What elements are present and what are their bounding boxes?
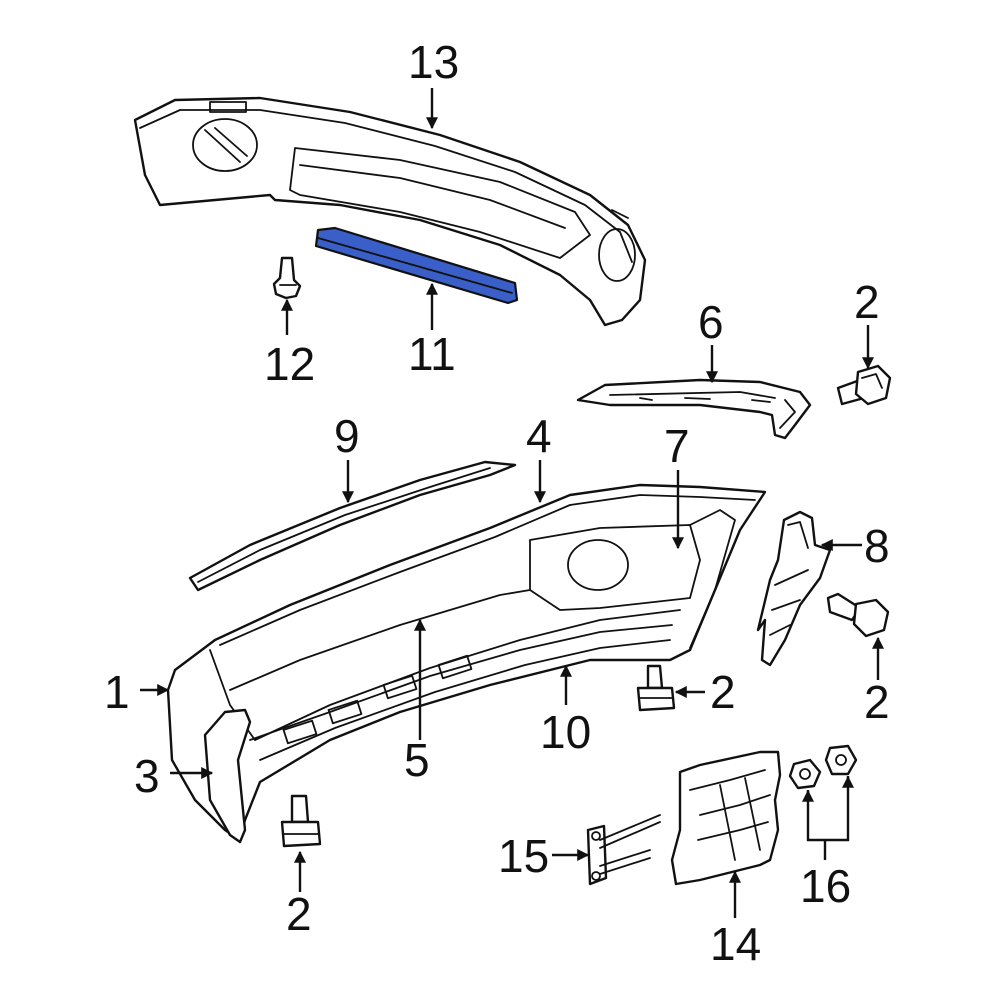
part-10-lower-valance[interactable]: [249, 624, 673, 761]
callout-5: 5: [404, 734, 430, 786]
callout-8: 8: [864, 520, 890, 572]
part-9-molding-strip[interactable]: [188, 460, 517, 592]
leader-16: [806, 776, 850, 860]
part-2-bolt-center[interactable]: [636, 664, 676, 712]
callout-15: 15: [498, 830, 549, 882]
callout-2-bottom-left: 2: [286, 888, 312, 940]
callout-11: 11: [408, 328, 456, 380]
part-3-corner-trim[interactable]: [203, 708, 252, 844]
callout-2-center: 2: [710, 666, 736, 718]
callout-7: 7: [664, 420, 690, 472]
part-2-bolt-bottom-left[interactable]: [280, 794, 322, 848]
callout-16: 16: [800, 860, 851, 912]
part-2-bolt-right-middle[interactable]: [826, 592, 890, 638]
callout-1: 1: [104, 666, 130, 718]
callout-2-upper-right: 2: [854, 276, 880, 328]
part-4-bumper-fascia[interactable]: [166, 483, 767, 842]
part-16-nuts[interactable]: [788, 744, 858, 790]
callout-14: 14: [710, 918, 761, 970]
callout-6: 6: [698, 296, 724, 348]
part-12-push-pin[interactable]: [272, 256, 302, 300]
part-8-side-bracket[interactable]: [756, 510, 832, 667]
callout-9: 9: [334, 410, 360, 462]
part-6-bracket[interactable]: [576, 378, 812, 440]
callout-12: 12: [264, 338, 315, 390]
part-14-splash-shield[interactable]: [670, 750, 782, 886]
leader-lines: [140, 88, 884, 918]
part-2-bolt-upper-right[interactable]: [836, 364, 892, 406]
part-11-highlighted-strip[interactable]: [314, 226, 519, 305]
callout-10: 10: [540, 706, 591, 758]
callout-2-right-middle: 2: [864, 676, 890, 728]
part-15-support-bracket[interactable]: [586, 814, 661, 886]
callout-numbers: 13 11 12 6 2 9 4 7 8 2 1 5 10 2 3 2 15 1…: [104, 36, 890, 970]
callout-13: 13: [408, 36, 459, 88]
callout-4: 4: [526, 410, 552, 462]
part-13-upper-cover[interactable]: [133, 96, 647, 327]
callout-3: 3: [134, 750, 160, 802]
